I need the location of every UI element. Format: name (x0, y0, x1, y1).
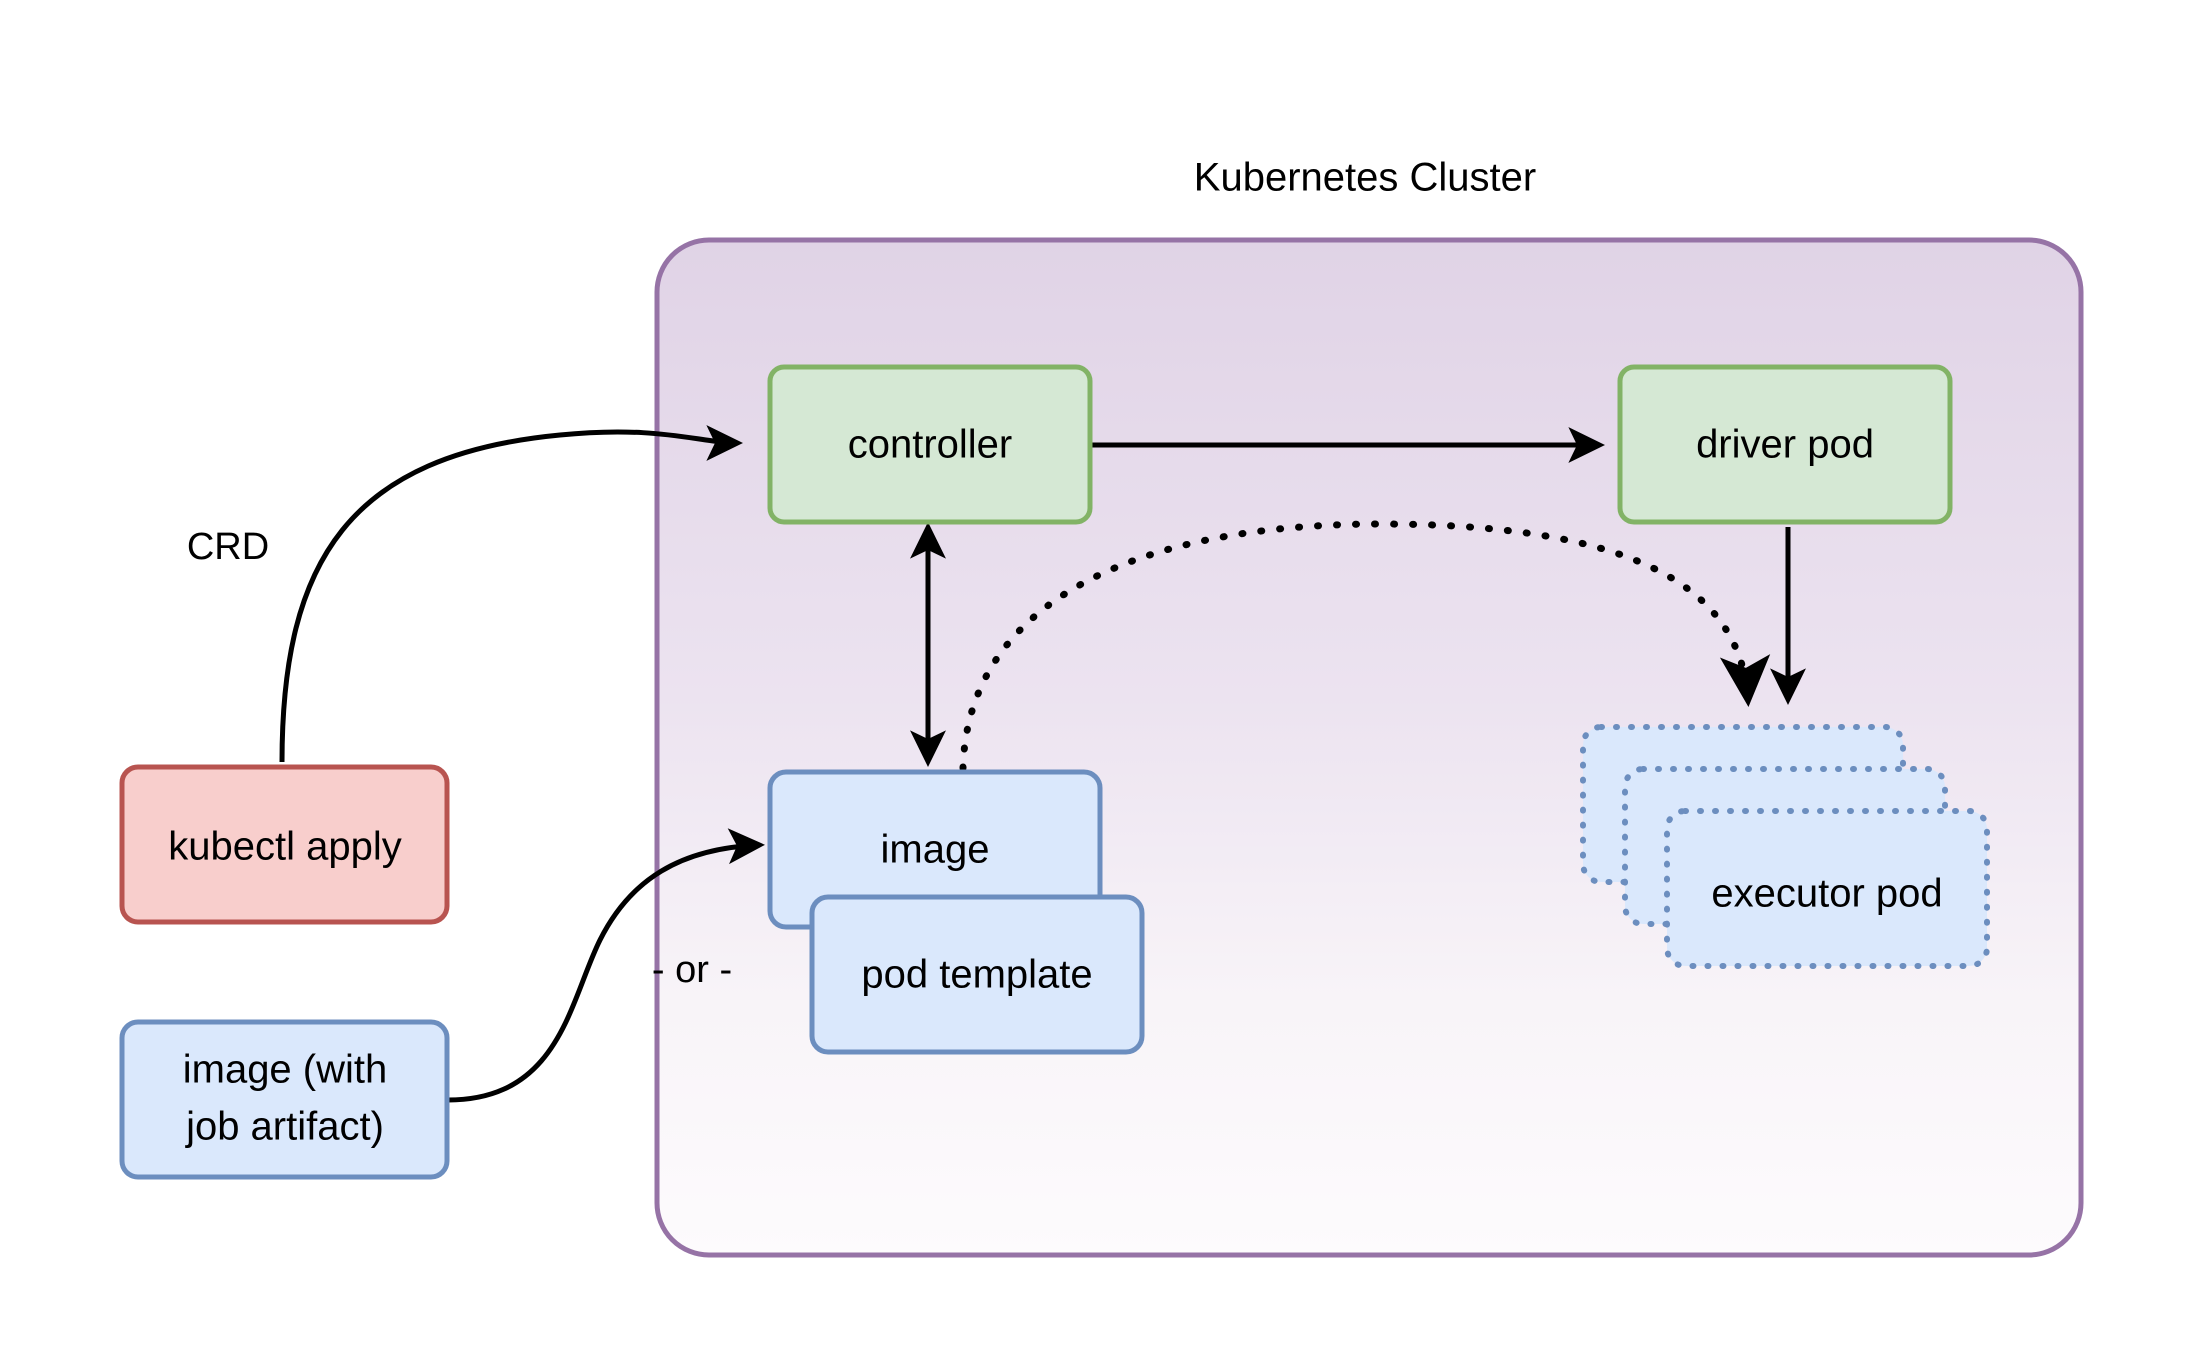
kubectl-apply-box[interactable] (119, 764, 450, 925)
image-label: image (881, 828, 990, 872)
node-pod-template[interactable]: pod template (809, 894, 1145, 1055)
driver-pod-label: driver pod (1696, 423, 1874, 467)
image-with-job-artifact-box[interactable] (119, 1019, 450, 1180)
edge-artifact-image-to-image (447, 828, 765, 1103)
node-driver-pod[interactable]: driver pod (1617, 364, 1953, 525)
node-executor-pod-front[interactable]: executor pod (1664, 808, 1990, 969)
node-kubectl-apply[interactable]: kubectl apply (119, 764, 450, 925)
edge-label-or: - or - (652, 949, 732, 991)
node-image[interactable]: image (767, 769, 1103, 930)
node-controller[interactable]: controller (767, 364, 1093, 525)
controller-label: controller (848, 423, 1013, 467)
executor-pod-front-box[interactable] (1664, 808, 1990, 969)
pod-template-box[interactable] (809, 894, 1145, 1055)
kubectl-apply-label: kubectl apply (168, 825, 401, 869)
controller-box[interactable] (767, 364, 1093, 525)
driver-pod-box[interactable] (1617, 364, 1953, 525)
edge-label-crd: CRD (187, 526, 269, 568)
image-with-job-artifact-label-line1: image (with (183, 1048, 388, 1092)
image-with-job-artifact-label-line2: job artifact) (185, 1105, 384, 1149)
pod-template-label: pod template (861, 953, 1092, 997)
cluster-title: Kubernetes Cluster (1194, 156, 1536, 200)
edge-crd (279, 424, 743, 763)
edge-image-to-executor-pods-dotted (959, 520, 1771, 772)
executor-pod-front-label: executor pod (1711, 872, 1942, 916)
node-image-with-job-artifact[interactable]: image (with job artifact) (119, 1019, 450, 1180)
